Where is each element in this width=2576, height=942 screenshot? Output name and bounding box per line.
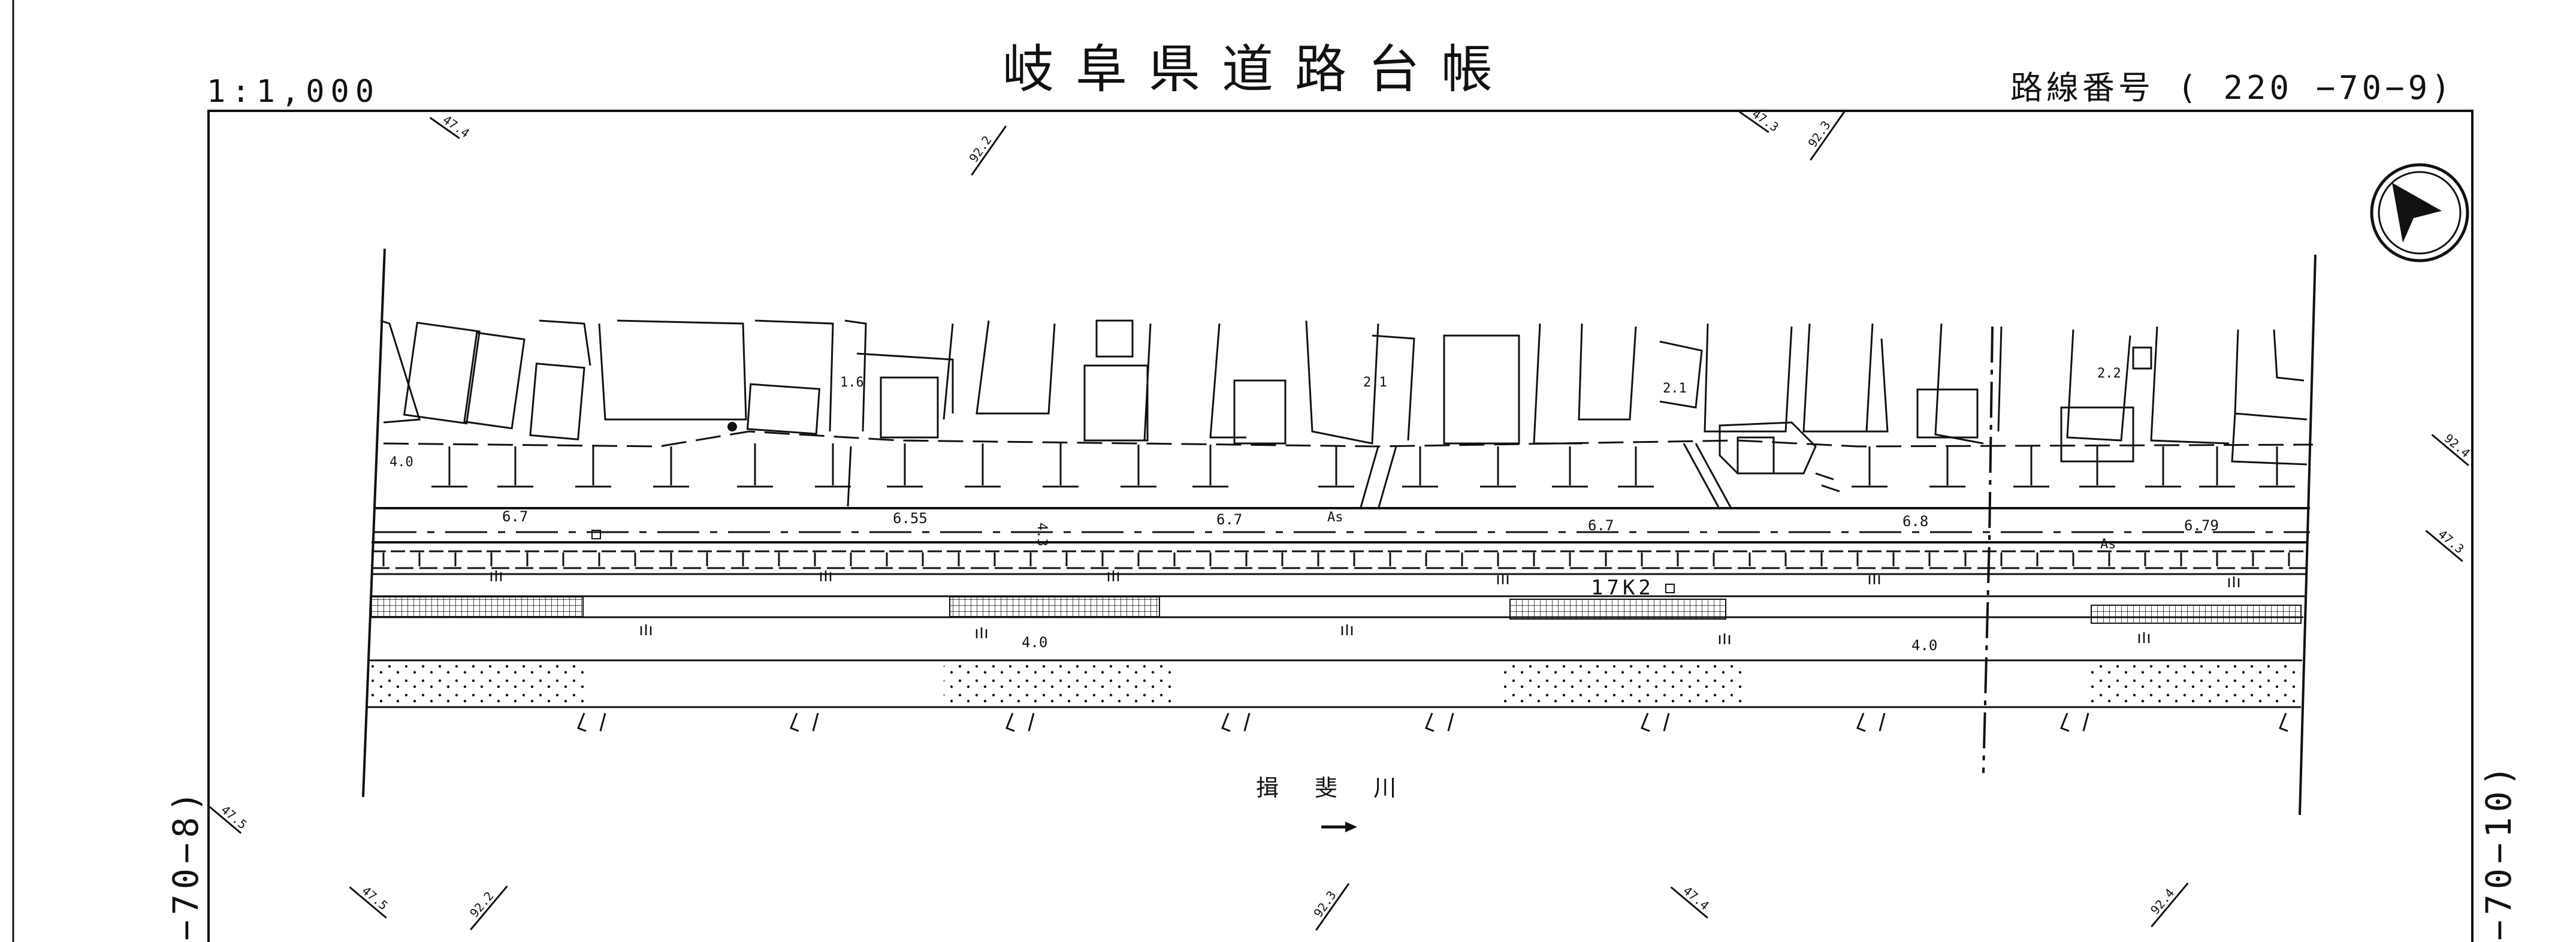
page-title: 岐阜県道路台帳	[1002, 40, 1514, 99]
shoulder-width-label: 4.0	[1022, 634, 1047, 651]
adjacent-sheet-left: −70−8)	[165, 786, 206, 941]
grass-symbols	[490, 570, 2240, 644]
building-label: 2.2	[2097, 366, 2121, 381]
bank-symbols	[577, 712, 2288, 732]
building-label: 1.6	[840, 375, 864, 390]
road-width-label: 6.79	[2184, 517, 2219, 534]
slope-hachures-north	[431, 443, 2295, 510]
guard-rail	[382, 552, 2290, 566]
north-arrow-icon	[2370, 163, 2469, 262]
plan-right-border	[2299, 254, 2317, 816]
road-width-label: 6.7	[1216, 511, 1242, 528]
coordinate-ticks: 47.4 92.2 47.3 92.3 92.4 47.3 47.5 47.5	[208, 106, 2473, 931]
station-marker-icon	[1665, 584, 1675, 593]
municipal-boundary	[1982, 326, 1994, 774]
building-outlines	[380, 319, 2308, 475]
property-line-north	[383, 430, 2314, 448]
lane-marking-label: As	[1327, 510, 1343, 525]
road-width-label: 6.7	[1588, 517, 1614, 534]
adjacent-sheet-right: −70−10)	[2478, 761, 2519, 941]
survey-point-icon	[727, 422, 737, 431]
scale-label: 1:1,000	[207, 74, 380, 110]
building-label: 2.1	[1363, 375, 1387, 390]
plan-left-border	[362, 248, 386, 798]
riprap-areas	[368, 662, 2298, 706]
route-number: 路線番号 ( 220 −70−9)	[2010, 69, 2454, 107]
building-label: 4.0	[389, 455, 413, 470]
river-name: 揖 斐 川	[1256, 775, 1411, 801]
road-width-label: 6.55	[893, 510, 928, 527]
lane-marking-label: As	[2100, 537, 2116, 552]
building-labels: 1.6 2.1 2.1 2.2 4.0	[389, 366, 2121, 470]
shoulder-width-label: 4.0	[1911, 637, 1937, 654]
flow-direction-arrow-icon	[1321, 822, 1357, 832]
road-width-label: 6.7	[502, 508, 528, 525]
map-frame	[207, 110, 2474, 942]
utility-box-icon	[591, 530, 601, 539]
road-width-label: 6.8	[1902, 513, 1928, 530]
station-marker: 17K2	[1591, 576, 1654, 600]
revetment-blocks	[370, 596, 2302, 624]
inner-width-label: 4.3	[1034, 523, 1049, 547]
building-label: 2.1	[1663, 381, 1687, 396]
road-width-labels: 6.7 6.55 6.7 6.7 6.8 6.79 As As 4.3 4.0 …	[502, 508, 2219, 654]
